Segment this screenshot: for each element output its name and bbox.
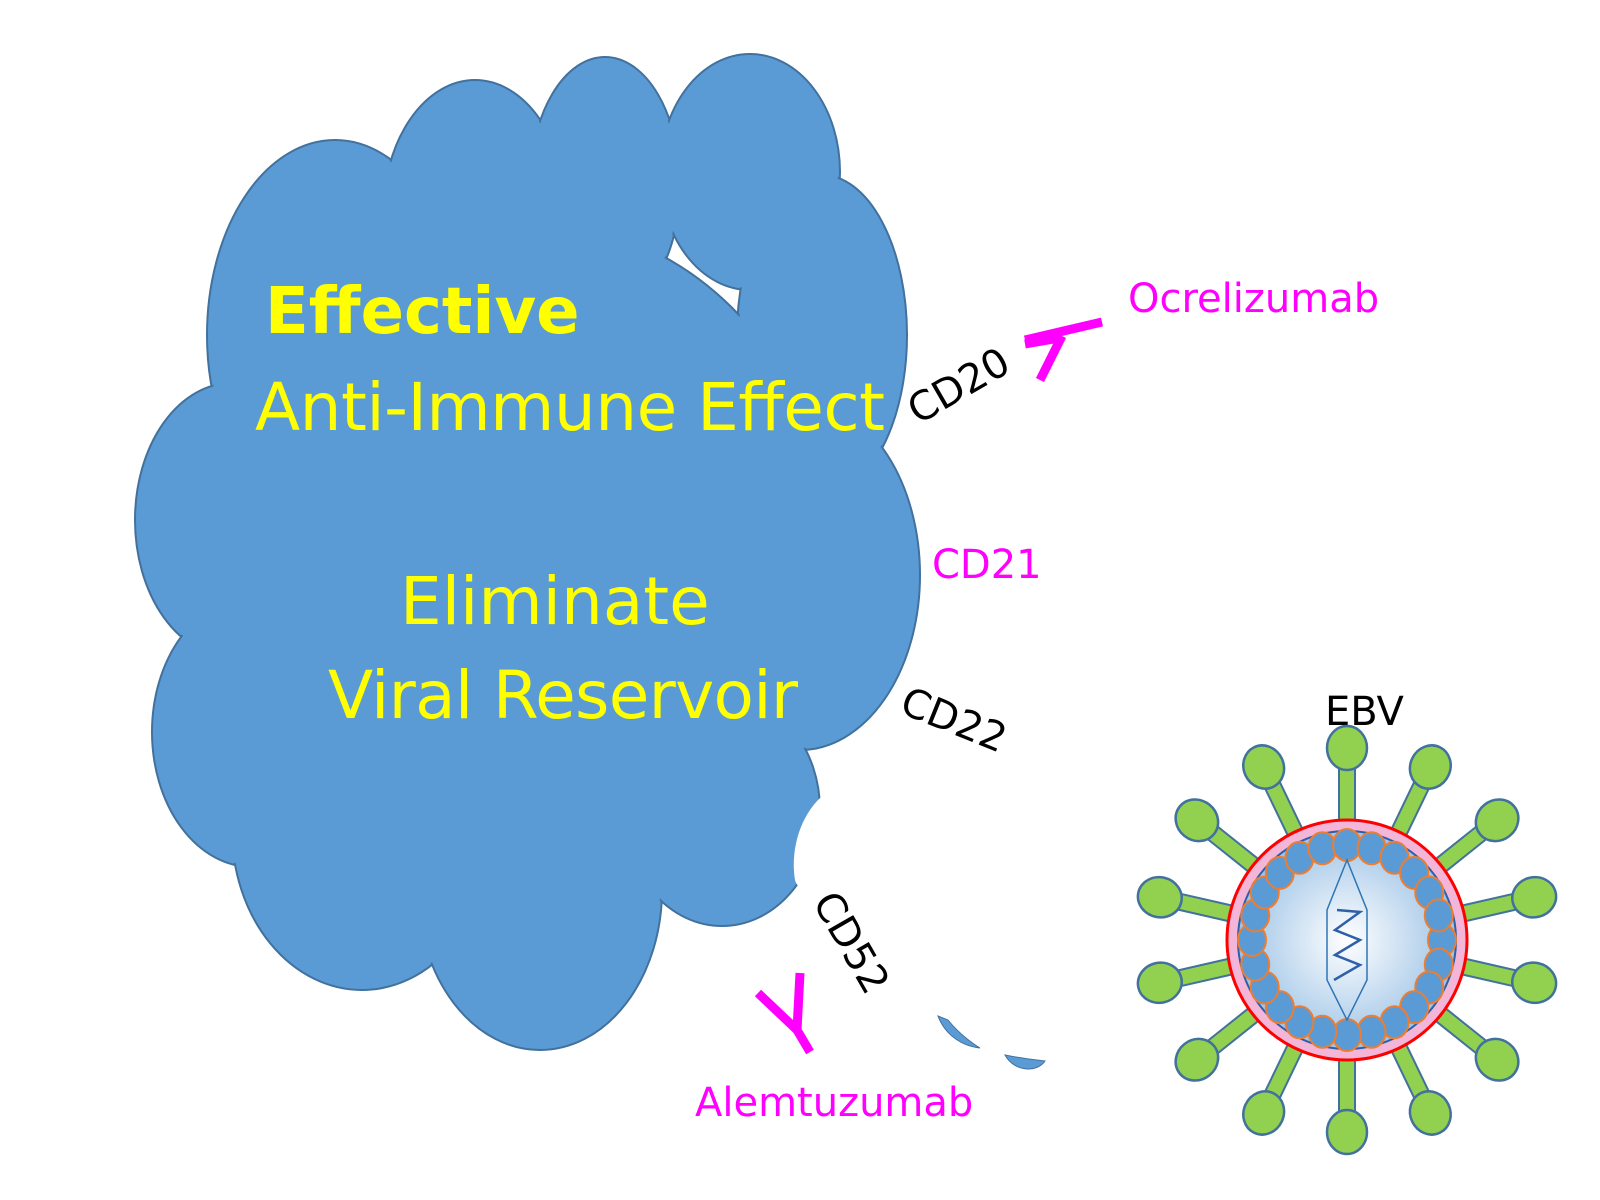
spike-stalk bbox=[1177, 894, 1232, 921]
spike-head bbox=[1136, 875, 1183, 919]
cloud-fragment bbox=[937, 1015, 981, 1049]
cloud-text-viral-reservoir: Viral Reservoir bbox=[328, 657, 799, 734]
spike-stalk bbox=[1392, 781, 1428, 835]
alemtuzumab-label: Alemtuzumab bbox=[695, 1080, 973, 1126]
cd21-label: CD21 bbox=[932, 542, 1042, 588]
spike-stalk bbox=[1462, 959, 1517, 986]
spike-head bbox=[1242, 1090, 1286, 1136]
spike-stalk bbox=[1436, 1009, 1486, 1053]
nucleocapsid bbox=[1326, 857, 1368, 1022]
spike-stalk bbox=[1266, 781, 1302, 835]
capsomere bbox=[1356, 1014, 1387, 1049]
spike-stalk bbox=[1208, 827, 1258, 871]
spike-head bbox=[1325, 1108, 1369, 1156]
spike-head bbox=[1408, 1090, 1452, 1136]
spike-stalk bbox=[1208, 1009, 1258, 1053]
cloud-shape bbox=[134, 53, 921, 1051]
spike-head bbox=[1408, 744, 1452, 790]
spike-stalk bbox=[1462, 894, 1517, 921]
cd52-label: CD52 bbox=[803, 884, 898, 1002]
spike-head bbox=[1174, 798, 1220, 843]
spike-head bbox=[1474, 1037, 1520, 1082]
cloud-text-eliminate: Eliminate bbox=[400, 563, 710, 640]
spike-stalk bbox=[1266, 1045, 1302, 1099]
cd20-label: CD20 bbox=[900, 339, 1018, 434]
spike-stalk bbox=[1392, 1045, 1428, 1099]
ocrelizumab-antibody-icon bbox=[1023, 317, 1104, 383]
capsomere bbox=[1307, 831, 1338, 866]
cd22-label: CD22 bbox=[894, 679, 1013, 763]
alemtuzumab-antibody-icon bbox=[754, 972, 814, 1055]
ebv-virus-icon bbox=[1136, 724, 1558, 1156]
cloud-text-effective: Effective bbox=[265, 275, 580, 349]
spike-head bbox=[1474, 798, 1520, 843]
white-patch bbox=[793, 790, 863, 894]
spike-head bbox=[1242, 744, 1286, 790]
spike-head bbox=[1511, 961, 1558, 1005]
cloud-lobe-fill bbox=[222, 222, 818, 818]
capsomere bbox=[1332, 828, 1362, 862]
spike-head bbox=[1174, 1037, 1220, 1082]
cloud-fragment bbox=[1004, 1054, 1046, 1070]
capsomere bbox=[1332, 1018, 1362, 1052]
viral-dna bbox=[1332, 908, 1364, 982]
capsomere bbox=[1423, 898, 1454, 933]
spike-stalk bbox=[1436, 827, 1486, 871]
cloud-text-anti-immune: Anti-Immune Effect bbox=[255, 369, 885, 446]
spike-head bbox=[1136, 961, 1183, 1005]
spike-head bbox=[1511, 875, 1558, 919]
spike-head bbox=[1325, 724, 1369, 772]
ocrelizumab-label: Ocrelizumab bbox=[1128, 276, 1379, 322]
spike-stalk bbox=[1177, 959, 1232, 986]
